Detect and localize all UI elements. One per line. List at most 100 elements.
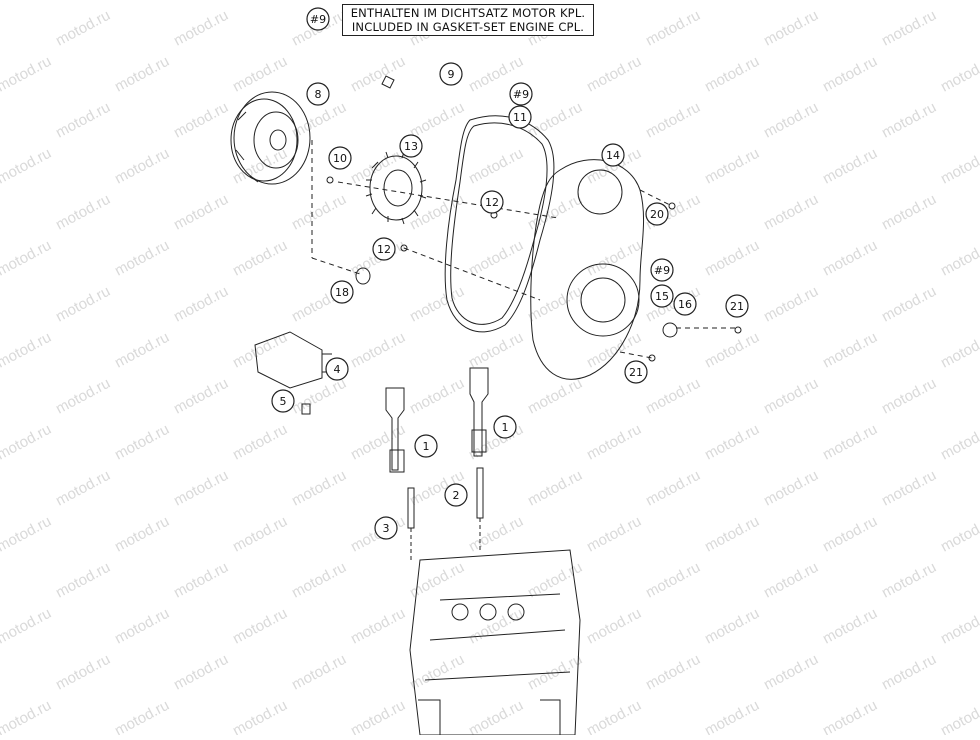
watermark: motod.ru	[643, 375, 703, 418]
watermark: motod.ru	[702, 421, 762, 464]
callout-circle	[725, 294, 749, 318]
watermark: motod.ru	[230, 237, 290, 280]
callout-c18: 18	[330, 280, 354, 304]
watermark: motod.ru	[702, 329, 762, 372]
watermark: motod.ru	[407, 99, 467, 142]
callout-label: 2	[453, 489, 460, 502]
watermark: motod.ru	[643, 99, 703, 142]
note-line-de: ENTHALTEN IM DICHTSATZ MOTOR KPL.	[350, 6, 586, 20]
callout-label: 12	[485, 196, 499, 209]
callout-label: 1	[502, 421, 509, 434]
callout-label: 20	[650, 208, 664, 221]
callout-circle	[414, 434, 438, 458]
callout-label: 21	[629, 366, 643, 379]
watermark: motod.ru	[761, 559, 821, 602]
watermark: motod.ru	[230, 421, 290, 464]
callout-label: 13	[404, 140, 418, 153]
watermark: motod.ru	[53, 651, 113, 694]
watermark: motod.ru	[289, 375, 349, 418]
watermark: motod.ru	[584, 237, 644, 280]
watermark: motod.ru	[584, 421, 644, 464]
watermark: motod.ru	[702, 513, 762, 556]
callout-c9c: #9	[650, 258, 674, 282]
callout-circle	[399, 134, 423, 158]
watermark: motod.ru	[879, 651, 939, 694]
watermark: motod.ru	[879, 7, 939, 50]
callout-circle	[673, 292, 697, 316]
watermark: motod.ru	[879, 467, 939, 510]
watermark: motod.ru	[584, 513, 644, 556]
watermark: motod.ru	[525, 283, 585, 326]
callout-circle	[306, 7, 330, 31]
callout-circle	[444, 483, 468, 507]
watermark: motod.ru	[348, 421, 408, 464]
watermark: motod.ru	[525, 375, 585, 418]
watermark: motod.ru	[230, 0, 290, 4]
gasket-set-note: ENTHALTEN IM DICHTSATZ MOTOR KPL. INCLUD…	[342, 4, 594, 36]
watermark: motod.ru	[938, 421, 980, 464]
watermark: motod.ru	[0, 605, 54, 648]
watermark: motod.ru	[761, 375, 821, 418]
watermark: motod.ru	[761, 7, 821, 50]
watermark: motod.ru	[938, 329, 980, 372]
watermark: motod.ru	[171, 467, 231, 510]
callout-label: #9	[654, 264, 670, 277]
watermark: motod.ru	[230, 513, 290, 556]
watermark: motod.ru	[525, 191, 585, 234]
callout-c21a: 21	[725, 294, 749, 318]
watermark: motod.ru	[938, 237, 980, 280]
callout-c9b: #9	[509, 82, 533, 106]
callout-circle	[328, 146, 352, 170]
watermark: motod.ru	[820, 145, 880, 188]
watermark: motod.ru	[348, 53, 408, 96]
watermark: motod.ru	[171, 651, 231, 694]
watermark: motod.ru	[53, 283, 113, 326]
bolts	[326, 176, 498, 285]
callout-circle	[306, 82, 330, 106]
watermark: motod.ru	[466, 697, 526, 735]
callout-c1b: 1	[493, 415, 517, 439]
watermark: motod.ru	[230, 605, 290, 648]
watermark: motod.ru	[584, 697, 644, 735]
callout-circle	[601, 143, 625, 167]
watermark: motod.ru	[643, 467, 703, 510]
watermark: motod.ru	[879, 99, 939, 142]
watermark: motod.ru	[112, 53, 172, 96]
watermark: motod.ru	[171, 7, 231, 50]
callout-label: 12	[377, 243, 391, 256]
callout-circle	[372, 237, 396, 261]
watermark: motod.ru	[53, 467, 113, 510]
watermark: motod.ru	[525, 651, 585, 694]
watermark: motod.ru	[171, 99, 231, 142]
watermark: motod.ru	[171, 283, 231, 326]
watermark: motod.ru	[112, 0, 172, 4]
callout-c5: 5	[271, 389, 295, 413]
watermark: motod.ru	[820, 237, 880, 280]
watermark: motod.ru	[702, 697, 762, 735]
callout-c12b: 12	[372, 237, 396, 261]
watermark: motod.ru	[702, 605, 762, 648]
callout-label: 9	[448, 68, 455, 81]
watermark: motod.ru	[112, 513, 172, 556]
watermark: motod.ru	[0, 329, 54, 372]
callout-circle	[439, 62, 463, 86]
watermark: motod.ru	[171, 191, 231, 234]
watermark: motod.ru	[820, 0, 880, 4]
callout-label: 14	[606, 149, 620, 162]
watermark: motod.ru	[820, 53, 880, 96]
callout-c9: 9	[439, 62, 463, 86]
callout-label: 18	[335, 286, 349, 299]
callout-label: 5	[280, 395, 287, 408]
watermark: motod.ru	[0, 513, 54, 556]
callout-label: 21	[730, 300, 744, 313]
watermark: motod.ru	[643, 651, 703, 694]
callout-c11: 11	[508, 105, 532, 129]
watermark: motod.ru	[761, 191, 821, 234]
watermark: motod.ru	[230, 697, 290, 735]
watermark: motod.ru	[53, 559, 113, 602]
callout-circle	[509, 82, 533, 106]
watermark: motod.ru	[761, 467, 821, 510]
